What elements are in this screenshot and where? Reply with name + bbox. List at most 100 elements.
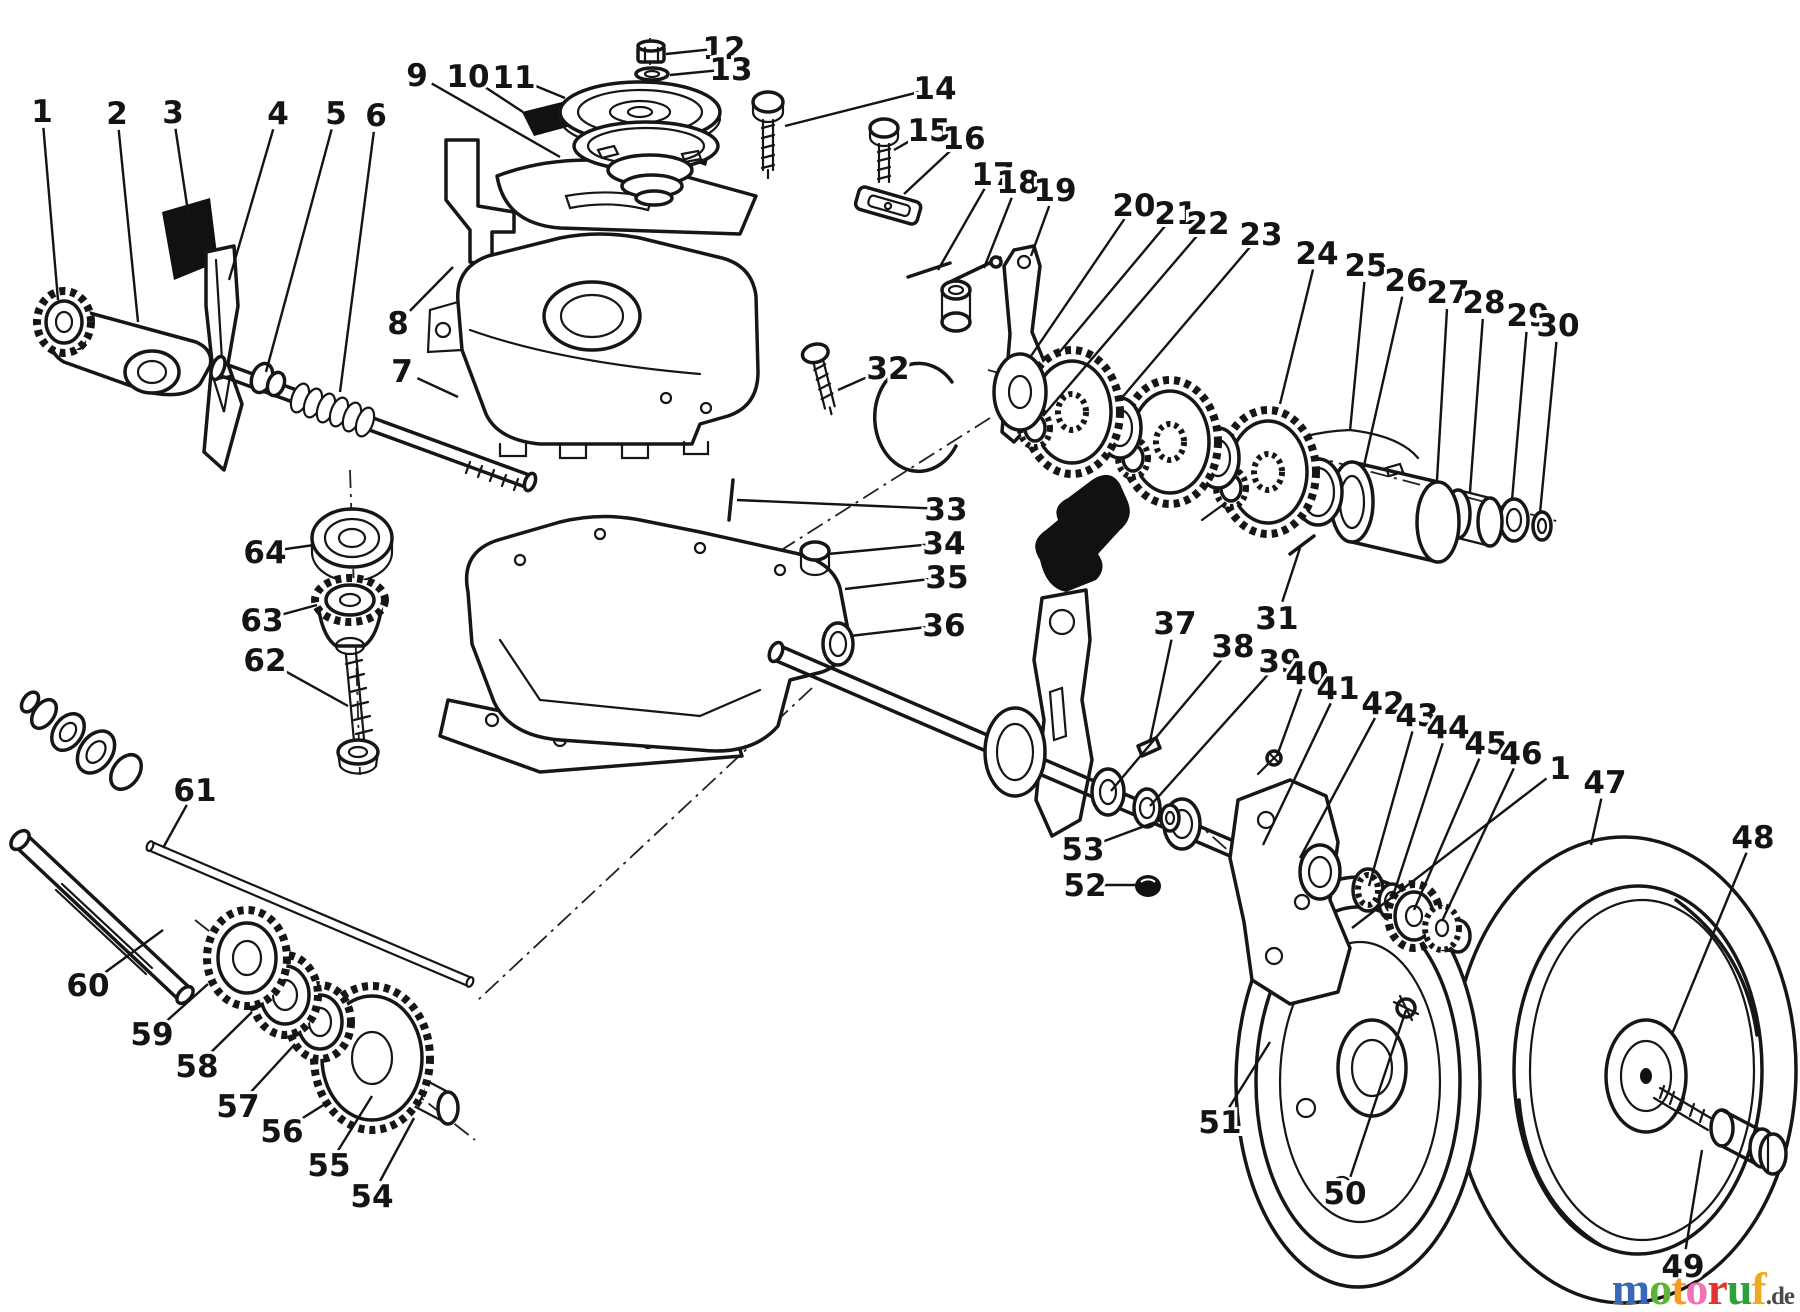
leader-line-12: [665, 48, 708, 56]
callout-label-52: 52: [1063, 868, 1106, 904]
clutch-disc-unit-2: [1115, 376, 1222, 508]
callout-label-61: 61: [173, 773, 216, 809]
leader-line-8: [409, 266, 454, 312]
callout-label-1: 1: [31, 94, 53, 130]
callout-label-18: 18: [996, 165, 1039, 201]
key-61: [145, 840, 475, 988]
leader-line-26: [1361, 296, 1404, 471]
callout-label-17: 17: [971, 157, 1014, 193]
pin-31: [1288, 534, 1316, 556]
leader-line-56: [295, 1102, 326, 1124]
bolt-62: [336, 651, 380, 775]
callout-label-3: 3: [162, 95, 184, 131]
logo-letter: f: [1751, 1263, 1766, 1312]
callout-label-37: 37: [1153, 606, 1196, 642]
ball-bearing-64: [310, 507, 394, 583]
callout-label-48: 48: [1731, 820, 1774, 856]
clevis-pin-17: [906, 261, 952, 279]
leader-line-30: [1538, 341, 1558, 514]
callout-label-41: 41: [1316, 671, 1359, 707]
leader-line-53: [1098, 818, 1162, 845]
bolt-14: [751, 90, 785, 180]
callout-label-63: 63: [240, 603, 283, 639]
leader-line-40: [1275, 688, 1303, 757]
leader-line-21: [1057, 225, 1167, 355]
callout-label-56: 56: [260, 1114, 303, 1150]
callout-label-57: 57: [216, 1089, 259, 1125]
callout-label-55: 55: [307, 1148, 350, 1184]
leader-line-51: [1227, 1041, 1272, 1109]
callout-label-40: 40: [1285, 656, 1328, 692]
gear-45: [1384, 880, 1444, 952]
leader-line-63: [278, 603, 318, 617]
callout-label-58: 58: [175, 1049, 218, 1085]
motoruf-logo-suffix: .de: [1765, 1283, 1795, 1310]
shift-fork: [872, 361, 958, 474]
callout-label-27: 27: [1426, 275, 1469, 311]
leader-line-60: [100, 929, 164, 976]
clutch-disc-unit-3: [1213, 406, 1320, 538]
logo-letter: r: [1707, 1263, 1727, 1312]
needle-bearing-43: [1351, 867, 1385, 913]
motoruf-logo: motoruf.de: [1612, 1263, 1795, 1312]
bolt-15: [868, 117, 900, 184]
leader-line-38: [1110, 658, 1224, 792]
leader-line-24: [1278, 269, 1315, 405]
gear-59: [203, 906, 291, 1010]
leader-line-7: [416, 377, 459, 399]
axle-bolt: [1652, 1084, 1788, 1176]
leader-line-31: [1281, 547, 1302, 603]
leader-line-1: [42, 127, 60, 301]
callout-label-25: 25: [1344, 248, 1387, 284]
leader-line-27: [1435, 308, 1449, 481]
cover-bolts: [751, 90, 952, 416]
leader-line-11: [529, 82, 566, 100]
spring-coils: [289, 382, 376, 438]
leader-line-54: [379, 1117, 416, 1182]
bushing-36: [821, 621, 855, 667]
leader-line-57: [248, 1043, 296, 1095]
leader-line-4: [227, 128, 275, 281]
leader-line-16: [903, 148, 953, 195]
counter-shaft-gear-train: [9, 690, 475, 1134]
leader-line-28: [1468, 318, 1484, 493]
callout-label-47: 47: [1583, 765, 1626, 801]
callout-label-26: 26: [1384, 263, 1427, 299]
pulley-nut: [636, 39, 666, 64]
leader-line-32: [837, 373, 873, 392]
leader-line-45: [1412, 758, 1481, 911]
callout-label-23: 23: [1239, 217, 1282, 253]
leader-line-9: [431, 82, 561, 159]
leader-line-13: [669, 69, 715, 77]
callout-label-60: 60: [66, 968, 109, 1004]
callout-label-45: 45: [1464, 726, 1507, 762]
bevel-gear-set: [310, 507, 394, 775]
pinion-46: [1422, 903, 1472, 954]
callout-label-5: 5: [325, 96, 347, 132]
callout-label-62: 62: [243, 643, 286, 679]
leader-line-19: [1029, 205, 1051, 257]
fill-cap-34: [799, 540, 831, 577]
callout-label-10: 10: [446, 59, 489, 95]
leader-line-23: [1119, 246, 1251, 401]
clamp-plate-16: [853, 185, 923, 226]
callout-label-16: 16: [942, 121, 985, 157]
leader-line-46: [1440, 767, 1515, 922]
callout-label-29: 29: [1506, 298, 1549, 334]
leader-line-36: [849, 625, 928, 638]
leader-line-10: [481, 84, 524, 114]
gear-case-housing: [438, 478, 855, 774]
callout-label-30: 30: [1536, 308, 1579, 344]
leader-line-1: [1351, 777, 1548, 929]
rubber-pad-3: [162, 198, 218, 280]
dowel-pin-33: [727, 478, 735, 522]
callout-label-38: 38: [1211, 629, 1254, 665]
grip-pad: [1035, 474, 1130, 592]
leader-line-39: [1149, 672, 1270, 807]
callout-label-13: 13: [709, 52, 752, 88]
callout-label-6: 6: [365, 98, 387, 134]
leader-line-35: [844, 577, 931, 591]
logo-letter: o: [1685, 1263, 1708, 1312]
